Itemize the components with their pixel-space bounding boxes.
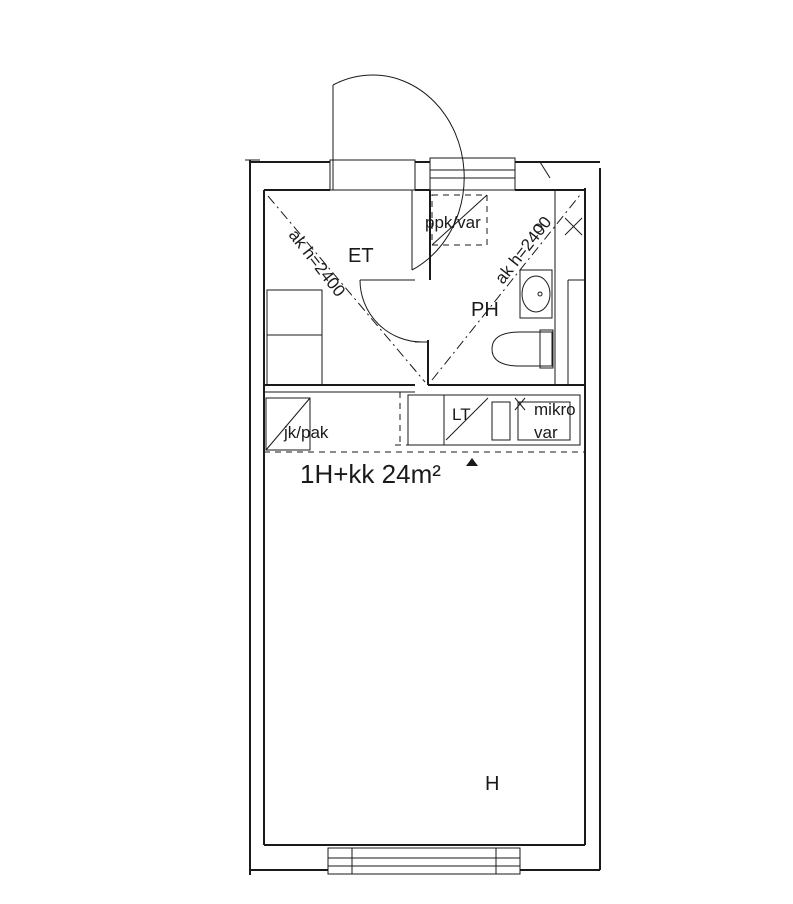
bottom-window (327, 847, 521, 875)
ppk-storage-cabinet (431, 194, 488, 246)
ceiling-height-lines (267, 194, 581, 383)
microwave-storage-label: var (534, 423, 558, 442)
top-window (429, 157, 516, 191)
fridge-storage-label: jk/pak (283, 423, 329, 442)
fridge-cabinet (265, 397, 311, 451)
ppk-storage-label: ppk/var (425, 213, 481, 232)
entrance-door (329, 74, 465, 271)
ceiling-height-bathroom: ak h=2400 (491, 213, 555, 288)
outer-walls (245, 159, 601, 875)
stove-label: LT (452, 405, 471, 424)
bathroom-sink (519, 269, 553, 319)
microwave-label: mikro (534, 400, 576, 419)
shower-fixture (533, 217, 583, 236)
kitchen-counter (395, 394, 581, 446)
entry-wardrobe (266, 289, 323, 386)
living-room-outline (264, 392, 585, 453)
toilet (491, 329, 554, 369)
ceiling-height-entry: ak h=2400 (285, 226, 349, 301)
bathroom-door (359, 279, 428, 343)
north-arrow-icon (466, 458, 478, 466)
room-label-entry: ET (348, 245, 374, 267)
room-label-bathroom: PH (471, 299, 499, 321)
room-label-living-room: H (485, 773, 499, 795)
apartment-area-label: 1H+kk 24m² (300, 459, 441, 489)
